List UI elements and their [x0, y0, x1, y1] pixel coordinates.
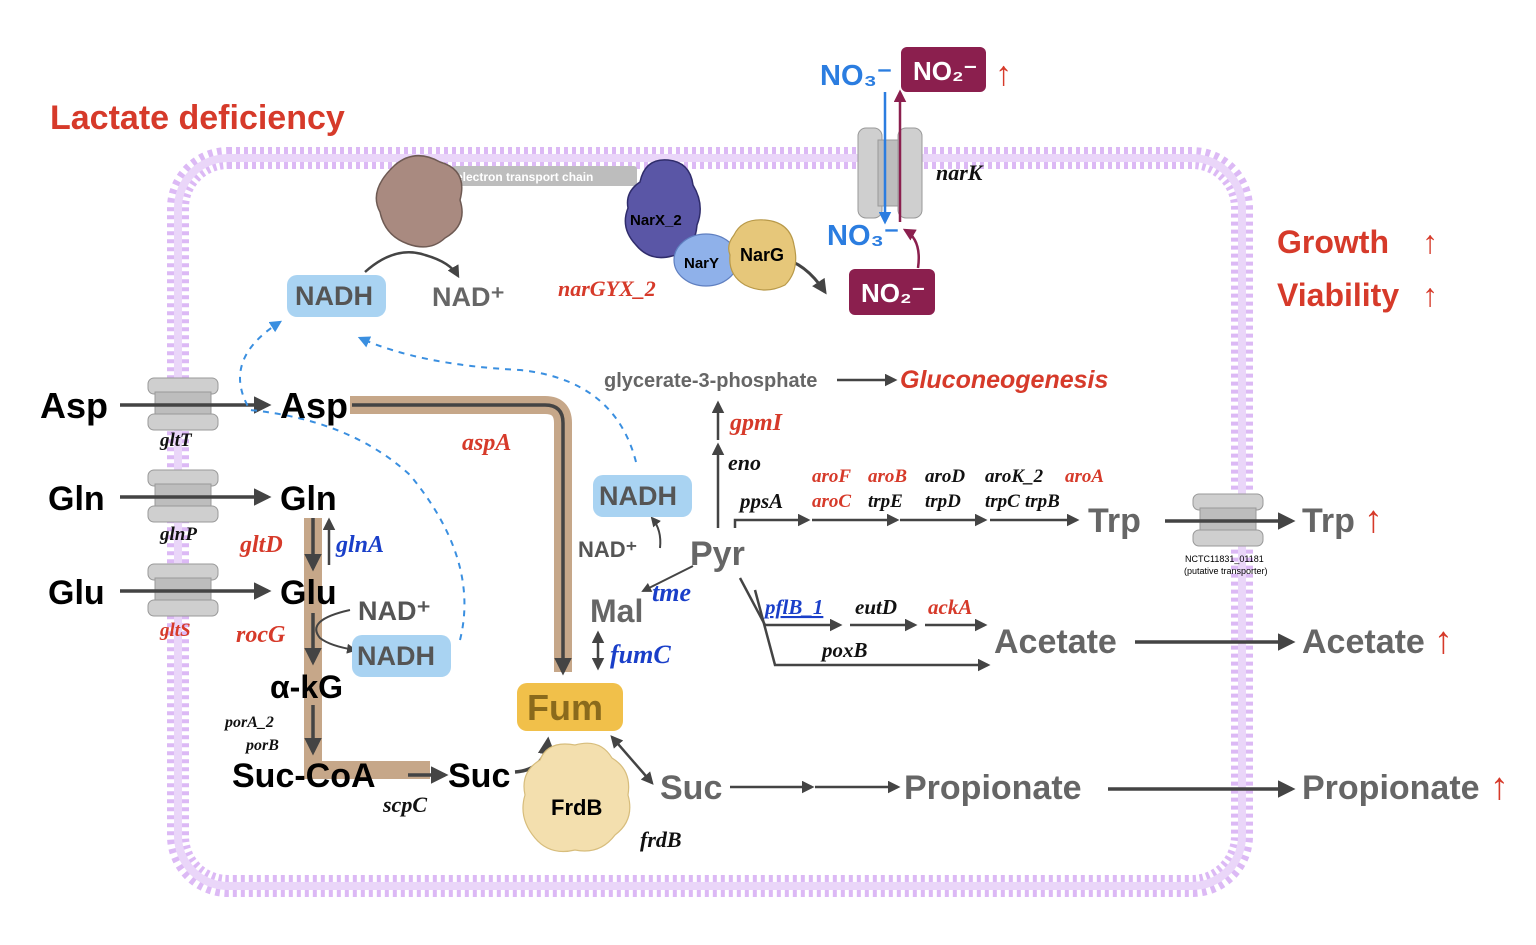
gene-aspA: aspA [462, 430, 511, 456]
nadh-2: NADH [599, 481, 677, 511]
no2-out-box [901, 47, 986, 92]
gene-aroC: aroC [812, 491, 851, 512]
gene-gltT: gltT [159, 430, 193, 451]
nadh-box-3 [352, 635, 451, 677]
transporter-narK [857, 127, 923, 219]
nad-2: NAD⁺ [578, 537, 637, 562]
nad-3: NAD⁺ [358, 596, 431, 626]
gene-gltS: gltS [159, 620, 191, 641]
mal: Mal [590, 593, 643, 629]
fum-box [517, 683, 623, 731]
gene-eno: eno [728, 450, 761, 475]
trp-transporter-note: (putative transporter) [1184, 566, 1268, 576]
transporter-glnP [147, 469, 219, 523]
propionate-up-arrow: ↑ [1490, 766, 1509, 808]
frdb-protein-blob [522, 742, 631, 853]
no2-out-label: NO₂⁻ [913, 56, 977, 86]
glycerate-3-phosphate: glycerate-3-phosphate [604, 370, 817, 392]
gene-pflB: pflB_1 [763, 595, 823, 619]
nadh-box-1 [287, 275, 386, 317]
no2-in-label: NO₂⁻ [861, 278, 925, 308]
gln-in: Gln [280, 480, 337, 518]
gene-aroF: aroF [812, 466, 851, 487]
gene-rocG: rocG [236, 622, 286, 648]
gene-glnA: glnA [335, 532, 384, 558]
gln-out: Gln [48, 480, 105, 518]
narX-label: NarX_2 [630, 212, 682, 229]
nitrate-arrows [878, 89, 920, 269]
gene-glnP: glnP [159, 524, 197, 545]
nadh-1: NADH [295, 281, 373, 311]
etc-bar [452, 166, 637, 186]
outcome-viability: Viability [1277, 277, 1399, 313]
fum: Fum [527, 687, 603, 728]
transporter-trp [1192, 493, 1264, 547]
acetate-out: Acetate [1302, 623, 1425, 661]
gene-gpmI: gpmI [729, 410, 784, 436]
glu-in: Glu [280, 574, 337, 612]
gene-trpE: trpE [868, 491, 903, 512]
nadh-box-2 [593, 475, 692, 517]
gene-aroD: aroD [925, 466, 965, 487]
gene-aroA: aroA [1065, 466, 1104, 487]
no3-in-label: NO₃⁻ [827, 220, 899, 252]
etc-protein-blob [375, 155, 463, 248]
gene-poxB: poxB [820, 638, 868, 662]
gene-narK: narK [936, 160, 984, 185]
nad-1: NAD⁺ [432, 282, 505, 312]
frdB-protein-label: FrdB [551, 795, 602, 820]
gene-scpC: scpC [382, 792, 427, 817]
growth-up-arrow: ↑ [1422, 224, 1438, 260]
no3-out-label: NO₃⁻ [820, 60, 892, 92]
gene-trpB: trpB [1025, 491, 1060, 512]
trp-in: Trp [1088, 502, 1141, 540]
gene-aroK: aroK_2 [985, 466, 1044, 487]
asp-in: Asp [280, 385, 348, 426]
gene-gltD: gltD [239, 532, 283, 558]
gene-eutD: eutD [855, 595, 897, 619]
propionate-out: Propionate [1302, 769, 1480, 807]
propionate-in: Propionate [904, 769, 1082, 807]
outcome-growth: Growth [1277, 224, 1389, 260]
gene-frdB: frdB [640, 827, 682, 852]
gluconeogenesis: Gluconeogenesis [900, 366, 1108, 394]
gene-fumC: fumC [610, 640, 671, 669]
acetate-up-arrow: ↑ [1434, 620, 1453, 662]
etc-label: electron transport chain [456, 170, 593, 184]
narG-protein [728, 219, 797, 291]
glu-out: Glu [48, 574, 105, 612]
gene-ppsA: ppsA [738, 489, 783, 513]
pathway-arrows [120, 251, 1296, 798]
akg: α-kG [270, 669, 343, 705]
gene-aroB: aroB [868, 466, 907, 487]
gene-trpC: trpC [985, 491, 1020, 512]
trp-up-arrow: ↑ [1364, 499, 1383, 541]
nadh-dashed-arrows [239, 320, 637, 641]
gene-trpD: trpD [925, 491, 961, 512]
page-title: Lactate deficiency [50, 99, 345, 137]
narG-label: NarG [740, 245, 784, 265]
gene-tme: tme [652, 578, 691, 607]
suc-2: Suc [660, 769, 722, 807]
viability-up-arrow: ↑ [1422, 277, 1438, 313]
gene-porB: porB [244, 737, 279, 754]
no2-up-arrow: ↑ [995, 55, 1012, 93]
acetate-in: Acetate [994, 623, 1117, 661]
gene-narGYX: narGYX_2 [558, 276, 656, 301]
trp-transporter-name: NCTC11831_01181 [1185, 554, 1264, 564]
narY-label: NarY [684, 255, 719, 272]
nadh-3: NADH [357, 641, 435, 671]
no2-in-box [849, 269, 935, 315]
asp-out: Asp [40, 385, 108, 426]
suc-1: Suc [448, 757, 510, 795]
pyr: Pyr [690, 535, 745, 573]
succoa: Suc-CoA [232, 757, 376, 795]
trp-out: Trp [1302, 502, 1355, 540]
gene-porA: porA_2 [223, 714, 274, 731]
gene-ackA: ackA [928, 595, 972, 619]
